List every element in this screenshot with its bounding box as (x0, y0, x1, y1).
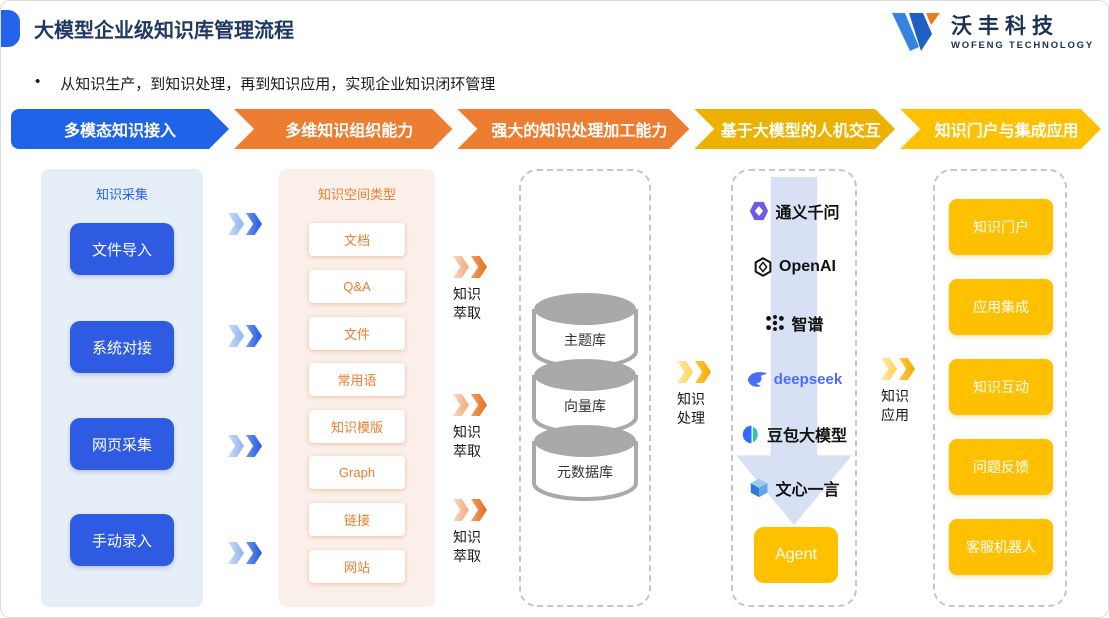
stage-multimodal-access: 多模态知识接入 (11, 109, 229, 149)
logo-company-subtitle: WOFENG TECHNOLOGY (950, 39, 1094, 51)
double-chevron-icon (228, 213, 262, 235)
node-manual-entry: 手动录入 (70, 514, 174, 566)
node-knowledge-portal: 知识门户 (949, 199, 1053, 255)
node-knowledge-interaction: 知识互动 (949, 359, 1053, 415)
flow-knowledge-extract: 知识 萃取 (453, 394, 509, 461)
panel-applications: 知识门户 应用集成 知识互动 问题反馈 客服机器人 (933, 169, 1067, 607)
node-template: 知识模版 (309, 410, 405, 443)
model-openai: OpenAI (733, 253, 855, 281)
double-chevron-icon (228, 325, 262, 347)
node-link: 链接 (309, 503, 405, 536)
node-service-robot: 客服机器人 (949, 519, 1053, 575)
stage-processing: 强大的知识处理加工能力 (457, 109, 689, 149)
doubao-icon (742, 425, 758, 443)
flow-knowledge-process: 知识 处理 (677, 361, 733, 428)
flow-knowledge-extract: 知识 萃取 (453, 499, 509, 566)
flow-label-line: 知识 (677, 391, 705, 407)
double-chevron-icon (453, 499, 509, 521)
zhipu-icon (766, 315, 785, 331)
node-app-integration: 应用集成 (949, 279, 1053, 335)
page-title: 大模型企业级知识库管理流程 (34, 20, 294, 42)
subtitle-bullet: • 从知识生产，到知识处理，再到知识应用，实现企业知识闭环管理 (35, 73, 495, 94)
company-logo: 沃丰科技 WOFENG TECHNOLOGY (890, 9, 1094, 51)
model-deepseek: deepseek (733, 365, 855, 393)
node-issue-feedback: 问题反馈 (949, 439, 1053, 495)
down-arrow-shape (736, 177, 852, 525)
double-chevron-icon (677, 361, 733, 383)
bullet-text: 从知识生产，到知识处理，再到知识应用，实现企业知识闭环管理 (60, 76, 496, 93)
stage-organization: 多维知识组织能力 (234, 109, 452, 149)
panel-databases: 主题库 向量库 元数据库 (519, 169, 651, 607)
double-chevron-icon (453, 256, 509, 278)
database-cylinder-metadata: 元数据库 (532, 425, 638, 501)
stage-interaction: 基于大模型的人机交互 (694, 109, 895, 149)
model-tongyi: 通义千问 (733, 197, 855, 225)
flow-label-line: 知识 (881, 388, 909, 404)
flow-label-line: 知识 (453, 424, 481, 440)
double-chevron-icon (881, 358, 937, 380)
node-qa: Q&A (309, 270, 405, 303)
flow-label-line: 萃取 (453, 442, 481, 459)
svg-text:元数据库: 元数据库 (557, 464, 613, 480)
database-stack: 主题库 向量库 元数据库 (531, 291, 639, 503)
flow-label-line: 知识 (453, 286, 481, 302)
collection-title: 知识采集 (95, 187, 148, 202)
flow-label-line: 应用 (881, 406, 909, 423)
double-chevron-icon (228, 435, 262, 457)
node-website: 网站 (309, 550, 405, 583)
node-file-import: 文件导入 (70, 223, 174, 275)
node-system-connect: 系统对接 (70, 321, 174, 373)
panel-large-models: 通义千问 OpenAI 智谱 deepseek (731, 169, 857, 607)
panel-knowledge-collection: 知识采集 文件导入 系统对接 网页采集 手动录入 (41, 169, 203, 607)
process-banner: 多模态知识接入 多维知识组织能力 强大的知识处理加工能力 基于大模型的人机交互 … (11, 109, 1101, 149)
model-wenxin: 文心一言 (733, 474, 855, 502)
stage-portal: 知识门户与集成应用 (900, 109, 1101, 149)
wenxin-yiyan-icon (751, 478, 768, 498)
openai-icon (754, 257, 772, 277)
node-file: 文件 (309, 317, 405, 350)
flow-knowledge-extract: 知识 萃取 (453, 256, 509, 323)
logo-company-name: 沃丰科技 (950, 14, 1059, 38)
deepseek-whale-icon (747, 372, 767, 387)
bullet-marker: • (35, 73, 41, 90)
double-chevron-icon (453, 394, 509, 416)
node-document: 文档 (309, 223, 405, 256)
space-types-title: 知识空间类型 (317, 187, 396, 202)
svg-text:向量库: 向量库 (564, 398, 606, 414)
wofeng-w-icon (891, 13, 940, 51)
node-web-collect: 网页采集 (70, 418, 174, 470)
flow-label-line: 萃取 (453, 304, 481, 321)
node-phrases: 常用语 (309, 363, 405, 396)
title-accent-bar (1, 10, 20, 47)
panel-space-types: 知识空间类型 文档 Q&A 文件 常用语 知识模版 Graph 链接 网站 (279, 169, 435, 607)
svg-text:主题库: 主题库 (564, 332, 606, 348)
database-cylinder-vector: 向量库 (532, 359, 638, 435)
node-graph: Graph (309, 456, 405, 489)
node-agent: Agent (754, 527, 838, 583)
tongyi-qianwen-icon (750, 201, 769, 221)
double-chevron-icon (228, 542, 262, 564)
flow-label-line: 知识 (453, 529, 481, 545)
flow-label-line: 萃取 (453, 547, 481, 564)
flow-label-line: 处理 (677, 409, 705, 426)
flow-knowledge-apply: 知识 应用 (881, 358, 937, 425)
model-zhipu: 智谱 (733, 309, 855, 337)
model-doubao: 豆包大模型 (733, 420, 855, 448)
